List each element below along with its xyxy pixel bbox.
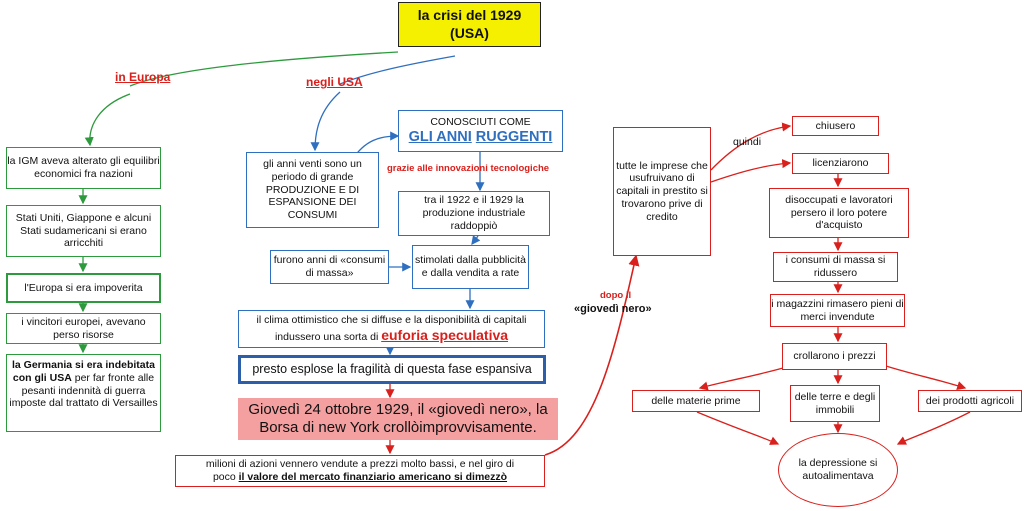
produzione-box: tra il 1922 e il 1929 la produzione indu…	[398, 191, 550, 236]
title-box: la crisi del 1929 (USA)	[398, 2, 541, 47]
label-usa: negli USA	[306, 75, 363, 89]
terre-box: delle terre e degli immobili	[790, 385, 880, 422]
depressione-ellipse: la depressione si autoalimentava	[778, 433, 898, 507]
euforia-label: euforia speculativa	[381, 326, 509, 343]
chiusero-box: chiusero	[792, 116, 879, 136]
milioni-box: milioni di azioni vennero vendute a prez…	[175, 455, 545, 487]
europe-box-1: la IGM aveva alterato gli equilibri econ…	[6, 147, 161, 189]
europe-box-4: i vincitori europei, avevano perso risor…	[6, 313, 161, 344]
europe-box-5: la Germania si era indebitata con gli US…	[6, 354, 161, 432]
stimolati-box: stimolati dalla pubblicità e dalla vendi…	[412, 245, 529, 289]
materie-box: delle materie prime	[632, 390, 760, 412]
label-quindi: quindi	[733, 136, 762, 148]
label-dopo-il: dopo il	[600, 290, 632, 301]
magazzini-box: i magazzini rimasero pieni di merci inve…	[770, 294, 905, 327]
imprese-box: tutte le imprese che usufruivano di capi…	[613, 127, 711, 256]
anni-ruggenti-box: CONOSCIUTI COME GLI ANNI RUGGENTI	[398, 110, 563, 152]
disoccupati-box: disoccupati e lavoratori persero il loro…	[769, 188, 909, 238]
anni-venti-box: gli anni venti sono un periodo di grande…	[246, 152, 379, 228]
clima-box: il clima ottimistico che si diffuse e la…	[238, 310, 545, 348]
prodotti-box: dei prodotti agricoli	[918, 390, 1022, 412]
anni-ruggenti-label: GLI ANNI RUGGENTI	[408, 128, 553, 145]
label-europa: in Europa	[115, 70, 171, 84]
label-giovedi-nero: «giovedì nero»	[574, 303, 652, 315]
title-line-1: la crisi del 1929	[417, 7, 522, 24]
europe-box-3: l'Europa si era impoverita	[6, 273, 161, 303]
title-line-2: (USA)	[450, 24, 489, 41]
consumi-ridussero-box: i consumi di massa si ridussero	[773, 252, 898, 282]
conosciuti-label: CONOSCIUTI COME	[430, 115, 531, 128]
europe-box-2: Stati Uniti, Giappone e alcuni Stati sud…	[6, 205, 161, 257]
consumi-massa-box: furono anni di «consumi di massa»	[270, 250, 389, 284]
fragilita-box: presto esplose la fragilità di questa fa…	[238, 355, 546, 384]
germany-bold-text: la Germania si era indebitata con gli US…	[12, 359, 155, 384]
giovedi-nero-box: Giovedì 24 ottobre 1929, il «giovedì ner…	[238, 398, 558, 440]
crollarono-box: crollarono i prezzi	[782, 343, 887, 370]
label-innovazioni: grazie alle innovazioni tecnologiche	[387, 163, 550, 174]
dimezzo-text: il valore del mercato finanziario americ…	[238, 471, 508, 483]
licenziarono-box: licenziarono	[792, 153, 889, 174]
